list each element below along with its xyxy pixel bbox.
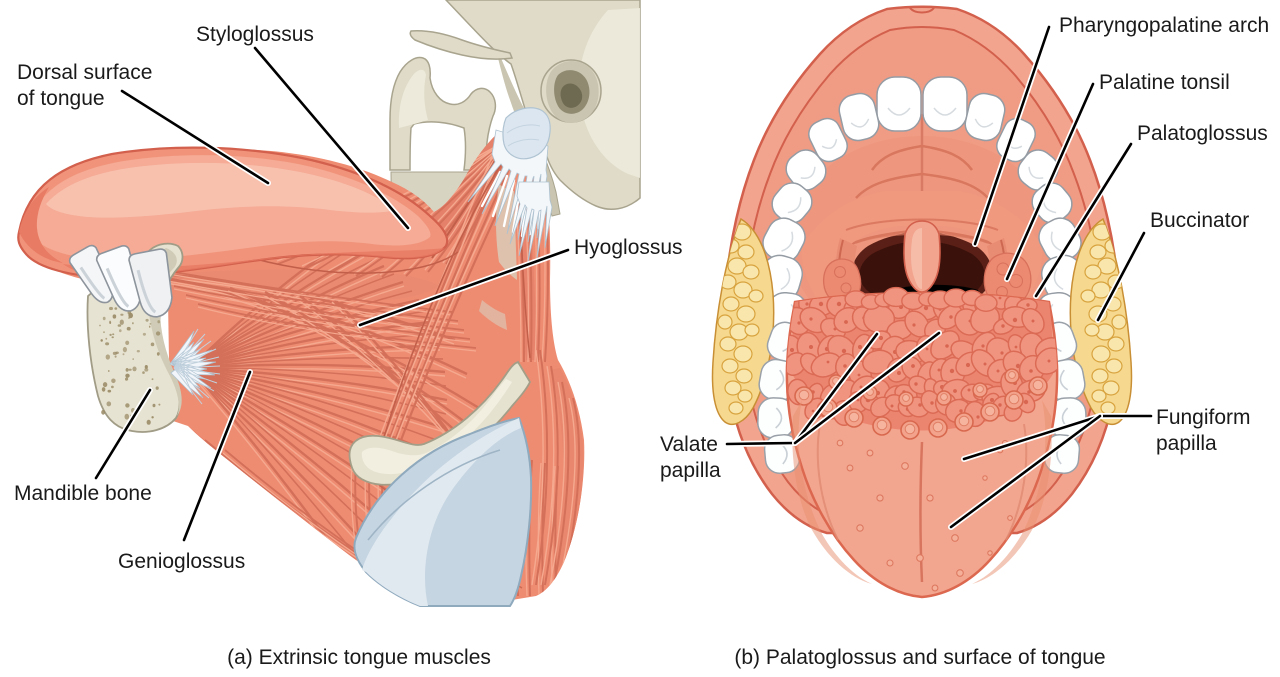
svg-text:papilla: papilla (1156, 432, 1217, 455)
svg-text:Mandible bone: Mandible bone (14, 482, 152, 505)
svg-text:Palatoglossus: Palatoglossus (1137, 122, 1268, 145)
svg-text:Styloglossus: Styloglossus (196, 23, 314, 46)
svg-text:papilla: papilla (660, 459, 721, 482)
svg-text:Palatine tonsil: Palatine tonsil (1099, 71, 1230, 94)
svg-text:Buccinator: Buccinator (1150, 209, 1249, 232)
svg-text:Fungiform: Fungiform (1156, 406, 1251, 429)
svg-text:Pharyngopalatine arch: Pharyngopalatine arch (1059, 14, 1269, 37)
svg-text:(b) Palatoglossus and surface: (b) Palatoglossus and surface of tongue (734, 646, 1105, 669)
svg-text:of tongue: of tongue (17, 87, 105, 110)
svg-text:Hyoglossus: Hyoglossus (574, 236, 683, 259)
svg-text:Valate: Valate (660, 433, 718, 456)
svg-text:(a) Extrinsic tongue muscles: (a) Extrinsic tongue muscles (227, 646, 491, 669)
svg-text:Genioglossus: Genioglossus (118, 550, 245, 573)
svg-text:Dorsal surface: Dorsal surface (17, 61, 152, 84)
